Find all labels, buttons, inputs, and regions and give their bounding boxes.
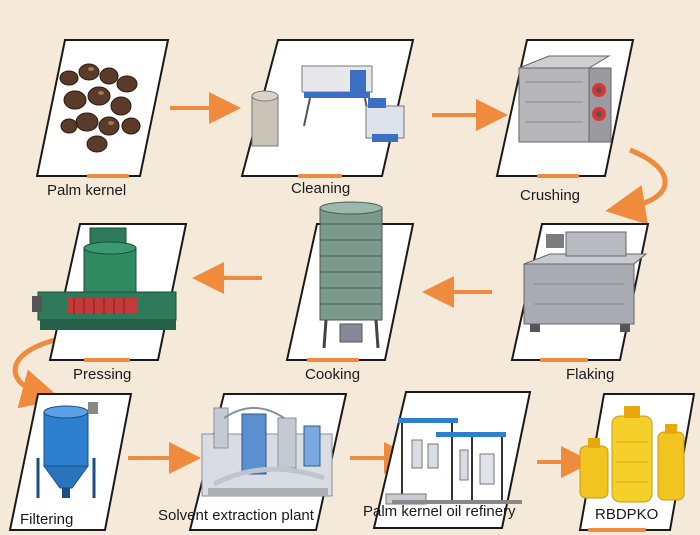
step-card-filtering [8, 392, 133, 532]
card-underline [87, 174, 129, 178]
cleaning-machine-image [251, 65, 405, 147]
arrow-crushing-to-flaking [605, 147, 668, 225]
step-label-rbdpko: RBDPKO [595, 506, 659, 523]
card-underline [307, 358, 359, 362]
filtering-machine-image [36, 402, 98, 498]
step-card-rbdpko [578, 392, 696, 532]
step-card-palm-kernel [35, 38, 170, 178]
step-card-crushing [495, 38, 635, 178]
step-card-solvent [188, 392, 348, 532]
step-label-solvent: Solvent extraction plant [158, 507, 314, 524]
step-label-crushing: Crushing [520, 187, 581, 204]
solvent-plant-image [201, 407, 333, 497]
card-underline [540, 358, 588, 362]
crushing-machine-image [518, 55, 612, 143]
arrow-pressing-to-filtering [12, 337, 62, 409]
step-label-pressing: Pressing [73, 366, 132, 383]
step-label-flaking: Flaking [566, 366, 615, 383]
cooking-machine-image [319, 201, 383, 349]
step-card-refinery [372, 390, 532, 530]
refinery-image [385, 418, 522, 505]
oil-bottles-image [579, 406, 685, 503]
card-underline [537, 174, 579, 178]
step-label-palm-kernel: Palm kernel [47, 182, 127, 199]
pressing-machine-image [32, 227, 177, 330]
card-underline [588, 528, 646, 532]
step-label-refinery: Palm kernel oil refinery [363, 503, 516, 520]
card-underline [84, 358, 130, 362]
flaking-machine-image [523, 231, 648, 332]
step-card-flaking [510, 222, 650, 362]
step-label-filtering: Filtering [20, 511, 74, 528]
palm-kernel-image [59, 63, 141, 153]
step-label-cleaning: Cleaning [291, 180, 351, 197]
step-label-cooking: Cooking [305, 366, 361, 383]
card-underline [298, 174, 342, 178]
step-card-cleaning [240, 38, 415, 178]
